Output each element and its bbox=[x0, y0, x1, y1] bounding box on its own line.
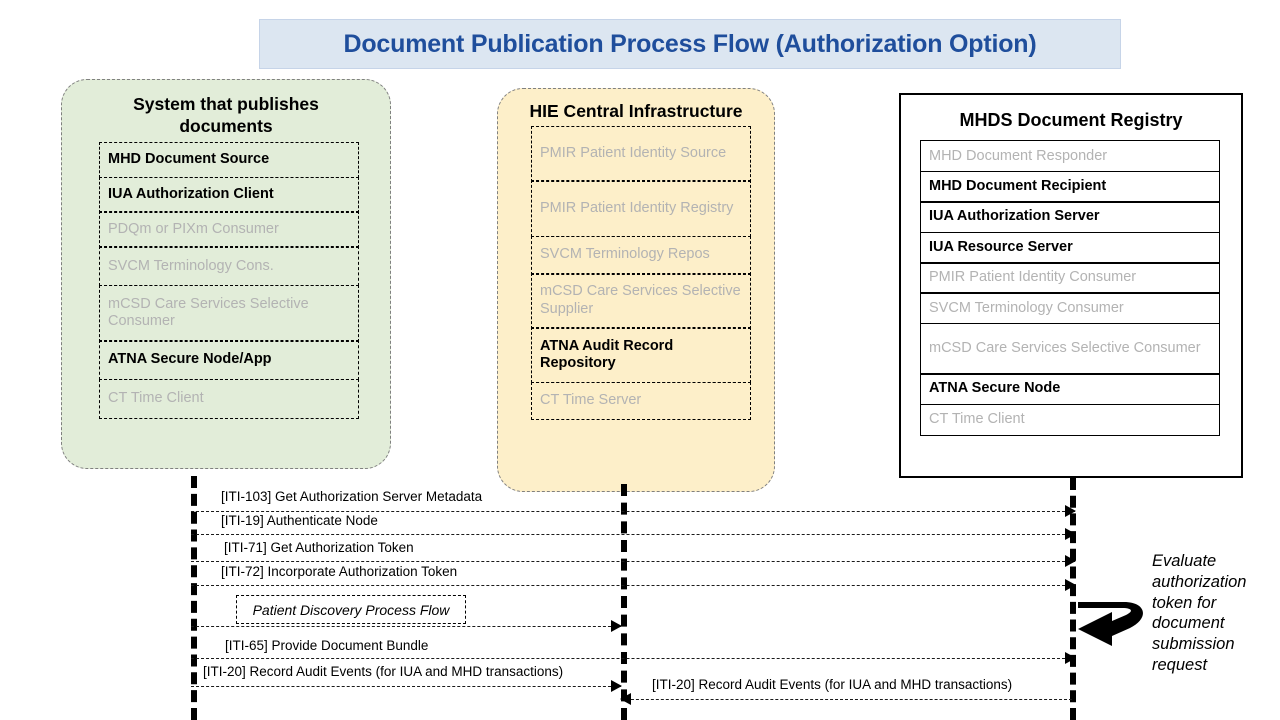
arrow-head-right-icon bbox=[1065, 528, 1076, 540]
lifeline-registry bbox=[1070, 478, 1076, 720]
actor-list-publisher: MHD Document Source IUA Authorization Cl… bbox=[99, 142, 359, 419]
arrow-line bbox=[621, 699, 1072, 700]
diagram-title-banner: Document Publication Process Flow (Autho… bbox=[259, 19, 1121, 69]
message-label-iti-20-registry: [ITI-20] Record Audit Events (for IUA an… bbox=[652, 677, 1013, 692]
actor-label: IUA Authorization Server bbox=[929, 208, 1100, 225]
arrow-head-right-icon bbox=[611, 620, 622, 632]
lifeline-publisher bbox=[191, 476, 197, 720]
actor-ct-time-client[interactable]: CT Time Client bbox=[99, 378, 359, 419]
actor-label: CT Time Client bbox=[929, 410, 1025, 427]
arrow-line bbox=[191, 585, 1075, 586]
panel-title-publisher: System that publishes documents bbox=[133, 94, 319, 137]
arrow-line bbox=[191, 626, 621, 627]
actor-label: mCSD Care Services Selective Consumer bbox=[929, 340, 1201, 357]
arrow-head-right-icon bbox=[1065, 652, 1076, 664]
actor-label: PMIR Patient Identity Consumer bbox=[929, 269, 1137, 286]
actor-label: mCSD Care Services Selective Supplier bbox=[540, 283, 741, 318]
actor-label: PDQm or PIXm Consumer bbox=[108, 220, 279, 237]
lifeline-hie bbox=[621, 484, 627, 720]
arrow-line bbox=[191, 561, 1075, 562]
actor-label: IUA Resource Server bbox=[929, 238, 1073, 255]
arrow-line bbox=[191, 686, 621, 687]
self-loop-arrow-icon bbox=[1078, 602, 1143, 646]
actor-label: IUA Authorization Client bbox=[108, 185, 274, 202]
actor-label: SVCM Terminology Repos bbox=[540, 246, 710, 263]
message-label-iti-20-publisher: [ITI-20] Record Audit Events (for IUA an… bbox=[203, 664, 564, 679]
actor-list-registry: MHD Document Responder MHD Document Reci… bbox=[920, 140, 1220, 436]
arrow-line bbox=[191, 511, 1075, 512]
actor-label: PMIR Patient Identity Source bbox=[540, 144, 727, 161]
actor-label: SVCM Terminology Cons. bbox=[108, 257, 274, 274]
actor-mhd-document-responder[interactable]: MHD Document Responder bbox=[920, 140, 1220, 173]
message-label-iti-65: [ITI-65] Provide Document Bundle bbox=[225, 638, 429, 653]
actor-label: ATNA Audit Record Repository bbox=[540, 337, 674, 372]
actor-label: CT Time Server bbox=[540, 391, 642, 408]
actor-panel-hie: HIE Central Infrastructure PMIR Patient … bbox=[497, 88, 775, 492]
actor-svcm-terminology-consumer[interactable]: SVCM Terminology Cons. bbox=[99, 246, 359, 287]
arrow-head-right-icon bbox=[1065, 505, 1076, 517]
actor-mhd-document-recipient[interactable]: MHD Document Recipient bbox=[920, 170, 1220, 203]
actor-mcsd-care-services-selective-consumer[interactable]: mCSD Care Services Selective Consumer bbox=[920, 322, 1220, 375]
actor-svcm-terminology-repos[interactable]: SVCM Terminology Repos bbox=[531, 235, 751, 275]
message-label-iti-71: [ITI-71] Get Authorization Token bbox=[224, 540, 414, 555]
actor-pmir-patient-identity-consumer[interactable]: PMIR Patient Identity Consumer bbox=[920, 262, 1220, 295]
actor-atna-audit-record-repository[interactable]: ATNA Audit Record Repository bbox=[531, 327, 751, 384]
message-label-iti-103: [ITI-103] Get Authorization Server Metad… bbox=[221, 489, 483, 504]
actor-pmir-patient-identity-source[interactable]: PMIR Patient Identity Source bbox=[531, 125, 751, 182]
actor-mhd-document-source[interactable]: MHD Document Source bbox=[99, 142, 359, 179]
actor-ct-time-server[interactable]: CT Time Server bbox=[531, 381, 751, 420]
actor-ct-time-client-registry[interactable]: CT Time Client bbox=[920, 403, 1220, 436]
actor-iua-resource-server[interactable]: IUA Resource Server bbox=[920, 231, 1220, 264]
arrow-line bbox=[191, 658, 1075, 659]
actor-atna-secure-node-app[interactable]: ATNA Secure Node/App bbox=[99, 340, 359, 381]
actor-svcm-terminology-consumer[interactable]: SVCM Terminology Consumer bbox=[920, 292, 1220, 325]
actor-label: MHD Document Source bbox=[108, 151, 270, 168]
panel-title-registry: MHDS Document Registry bbox=[959, 110, 1183, 130]
actor-mcsd-care-services-selective-supplier[interactable]: mCSD Care Services Selective Supplier bbox=[531, 273, 751, 330]
message-label-iti-19: [ITI-19] Authenticate Node bbox=[221, 513, 378, 528]
arrow-head-right-icon bbox=[1065, 555, 1076, 567]
subprocess-patient-discovery[interactable]: Patient Discovery Process Flow bbox=[236, 595, 466, 624]
actor-label: CT Time Client bbox=[108, 389, 204, 406]
actor-label: SVCM Terminology Consumer bbox=[929, 299, 1124, 316]
actor-pdqm-or-pixm-consumer[interactable]: PDQm or PIXm Consumer bbox=[99, 211, 359, 248]
actor-iua-authorization-server[interactable]: IUA Authorization Server bbox=[920, 201, 1220, 234]
arrow-line bbox=[191, 534, 1075, 535]
actor-label: MHD Document Recipient bbox=[929, 178, 1107, 194]
actor-pmir-patient-identity-registry[interactable]: PMIR Patient Identity Registry bbox=[531, 180, 751, 238]
page-title: Document Publication Process Flow (Autho… bbox=[343, 29, 1037, 58]
message-label-iti-72: [ITI-72] Incorporate Authorization Token bbox=[221, 564, 458, 579]
actor-label: MHD Document Responder bbox=[929, 147, 1108, 164]
arrow-head-right-icon bbox=[1065, 579, 1076, 591]
actor-label: ATNA Secure Node/App bbox=[108, 351, 272, 368]
actor-label: mCSD Care Services Selective Consumer bbox=[108, 295, 309, 330]
subprocess-label: Patient Discovery Process Flow bbox=[252, 601, 450, 618]
panel-title-hie: HIE Central Infrastructure bbox=[529, 101, 743, 121]
actor-panel-registry: MHDS Document Registry MHD Document Resp… bbox=[899, 93, 1243, 478]
annotation-evaluate-token: Evaluate authorization token for documen… bbox=[1152, 552, 1247, 674]
actor-mcsd-care-services-selective-consumer[interactable]: mCSD Care Services Selective Consumer bbox=[99, 284, 359, 342]
actor-label: ATNA Secure Node bbox=[929, 380, 1061, 397]
actor-list-hie: PMIR Patient Identity Source PMIR Patien… bbox=[531, 125, 751, 420]
arrow-head-right-icon bbox=[611, 680, 622, 692]
actor-panel-publisher: System that publishes documents MHD Docu… bbox=[61, 79, 391, 469]
actor-iua-authorization-client[interactable]: IUA Authorization Client bbox=[99, 176, 359, 213]
actor-atna-secure-node[interactable]: ATNA Secure Node bbox=[920, 373, 1220, 406]
arrow-head-left-icon bbox=[620, 693, 631, 705]
actor-label: PMIR Patient Identity Registry bbox=[540, 199, 734, 216]
